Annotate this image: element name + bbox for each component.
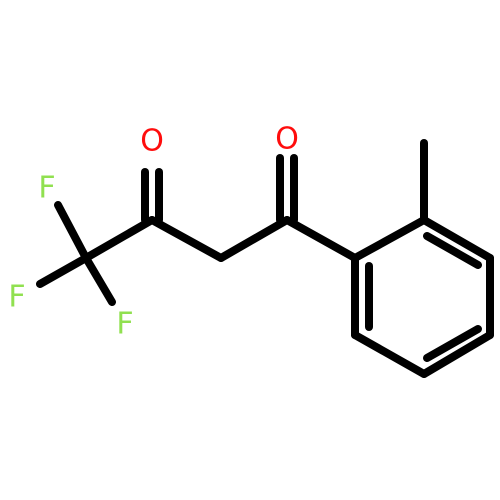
- atom-o-right: O: [275, 122, 299, 157]
- ring-bond-1: [351, 216, 428, 262]
- atom-f-left: F: [8, 280, 25, 315]
- ring-bond-5: [351, 331, 428, 378]
- bond-ch2-carbonyl2: [217, 216, 291, 262]
- bond-c-f-bottom: [82, 254, 116, 306]
- bond-carbonyl1-ch2: [148, 216, 225, 262]
- atom-f-bottom: F: [116, 307, 133, 342]
- bond-c-f-top: [54, 201, 90, 262]
- atom-f-top: F: [38, 171, 55, 206]
- ring-inner-bond-c: [423, 325, 482, 362]
- bond-carbonyl2-ring: [283, 216, 359, 262]
- ring-inner-bond-b: [423, 232, 482, 269]
- ring-bond-4: [420, 331, 494, 378]
- bond-cf3-carbonyl1: [82, 216, 156, 262]
- bond-c-f-left: [36, 254, 90, 288]
- atom-o-left: O: [140, 124, 164, 159]
- ring-bond-2: [420, 216, 494, 262]
